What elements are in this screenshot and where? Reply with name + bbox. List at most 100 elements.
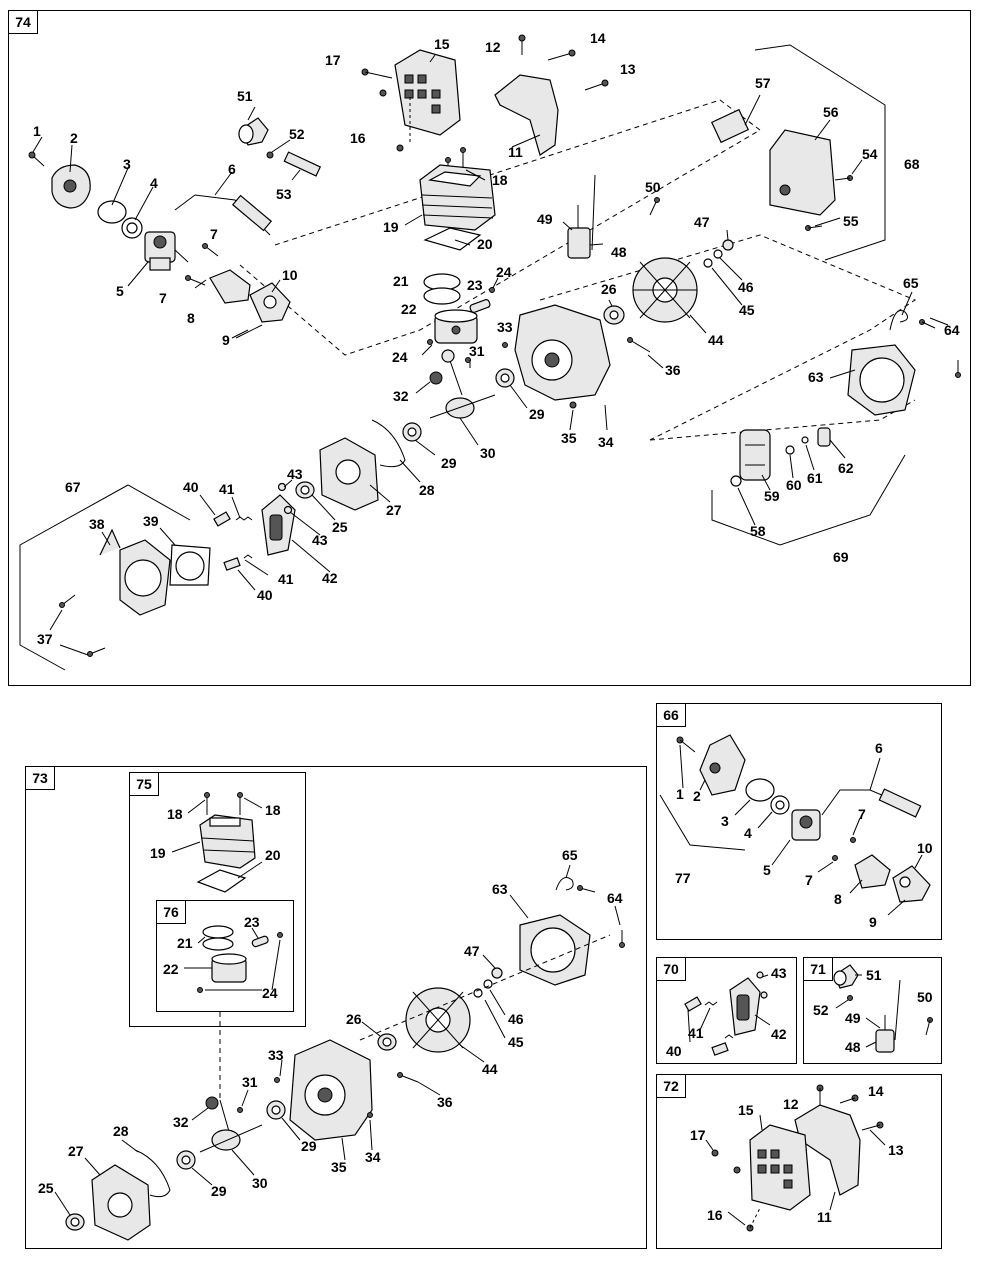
callout-48: 48 [611,244,627,260]
a75-callout-18a: 18 [167,806,183,822]
callout-68: 68 [904,156,920,172]
callout-19: 19 [383,219,399,235]
callout-65: 65 [903,275,919,291]
part-47-nut [722,239,734,251]
part-8-adapter [209,269,251,304]
a76-callout-21: 21 [177,935,193,951]
callout-11: 11 [508,144,523,160]
part-58-washer [730,475,742,487]
callout-59: 59 [764,488,780,504]
a71-callout-49: 49 [845,1010,861,1026]
callout-46: 46 [738,279,754,295]
callout-4: 4 [150,175,158,191]
callout-7b: 7 [159,290,167,306]
part-7-screws [185,243,219,286]
callout-28: 28 [419,482,435,498]
assembly-66-tag: 66 [656,703,686,727]
a72-callout-14: 14 [868,1083,884,1099]
callout-60: 60 [786,477,802,493]
a73-callout-44: 44 [482,1061,498,1077]
callout-57: 57 [755,75,771,91]
callout-10: 10 [282,267,298,283]
callout-56: 56 [823,104,839,120]
a72-callout-13: 13 [888,1142,904,1158]
a73-callout-26: 26 [346,1011,362,1027]
part-61-washer [801,436,809,444]
callout-33: 33 [497,319,513,335]
a73-callout-35: 35 [331,1159,347,1175]
leader-lines-66 [679,744,923,916]
part-45-washer [703,258,713,268]
part-24-clip [489,287,495,293]
a72-callout-12: 12 [783,1096,799,1112]
bracket-67 [19,484,191,671]
part-27-crankcase-half [319,437,379,511]
callout-52: 52 [289,126,305,142]
callout-44: 44 [708,332,724,348]
bracket-68 [754,44,886,261]
part-12-screw [518,34,526,55]
callout-61: 61 [807,470,823,486]
callout-14: 14 [590,30,606,46]
a73-callout-28: 28 [113,1123,129,1139]
part-51-primer [238,117,269,146]
callout-37: 37 [37,631,53,647]
a70-callout-41: 41 [688,1025,704,1041]
a71-callout-52: 52 [813,1002,829,1018]
a70-callout-40: 40 [666,1043,682,1059]
callout-54: 54 [862,146,878,162]
part-23-wrist-pin [469,299,491,313]
part-60-washer [785,445,795,455]
a66-callout-7b: 7 [805,872,813,888]
callout-24b: 24 [392,349,408,365]
callout-16: 16 [350,130,366,146]
part-65-spring [889,310,909,331]
callout-8: 8 [187,310,195,326]
callout-26: 26 [601,281,617,297]
part-36-screw [627,337,651,353]
part-62-drive-hub [817,427,831,447]
part-33-dowel [502,342,508,348]
a72-callout-15: 15 [738,1102,754,1118]
callout-47: 47 [694,214,710,230]
callout-9: 9 [222,332,230,348]
callout-35: 35 [561,430,577,446]
a73-fan-housing [519,914,591,986]
a70-parts [684,971,768,1056]
a76-piston [211,953,247,983]
assembly-73-frame: 73 [25,766,647,1249]
part-48-ignition-module [567,174,596,259]
callout-51: 51 [237,88,253,104]
a66-callout-6: 6 [875,740,883,756]
callout-32: 32 [393,388,409,404]
callout-34: 34 [598,434,614,450]
part-40-pawls [213,511,241,571]
a75-callout-19: 19 [150,845,166,861]
a66-callout-9: 9 [869,914,877,930]
a72-callout-11: 11 [817,1209,832,1225]
callout-38: 38 [89,516,105,532]
part-20-cylinder-gasket [423,227,482,251]
callout-20: 20 [477,236,493,252]
bracket-69 [711,454,906,546]
callout-13: 13 [620,61,636,77]
a70-callout-42: 42 [771,1026,787,1042]
leader-lines-72 [705,1114,886,1226]
a75-screws [204,792,243,815]
a72-callout-16: 16 [707,1207,723,1223]
a75-cylinder [199,814,256,869]
a73-callout-29a: 29 [301,1138,317,1154]
part-43-nut-b [283,505,293,515]
part-63-fan-housing [847,344,916,416]
leader-lines-74 [32,54,949,656]
leader-lines-70 [687,974,771,1043]
part-14-screw [547,49,576,61]
callout-43b: 43 [312,532,328,548]
callout-62: 62 [838,460,854,476]
callout-30: 30 [480,445,496,461]
part-18-screws [445,147,466,178]
a66-callout-77: 77 [675,870,691,886]
callout-3: 3 [123,156,131,172]
a75-callout-20: 20 [265,847,281,863]
